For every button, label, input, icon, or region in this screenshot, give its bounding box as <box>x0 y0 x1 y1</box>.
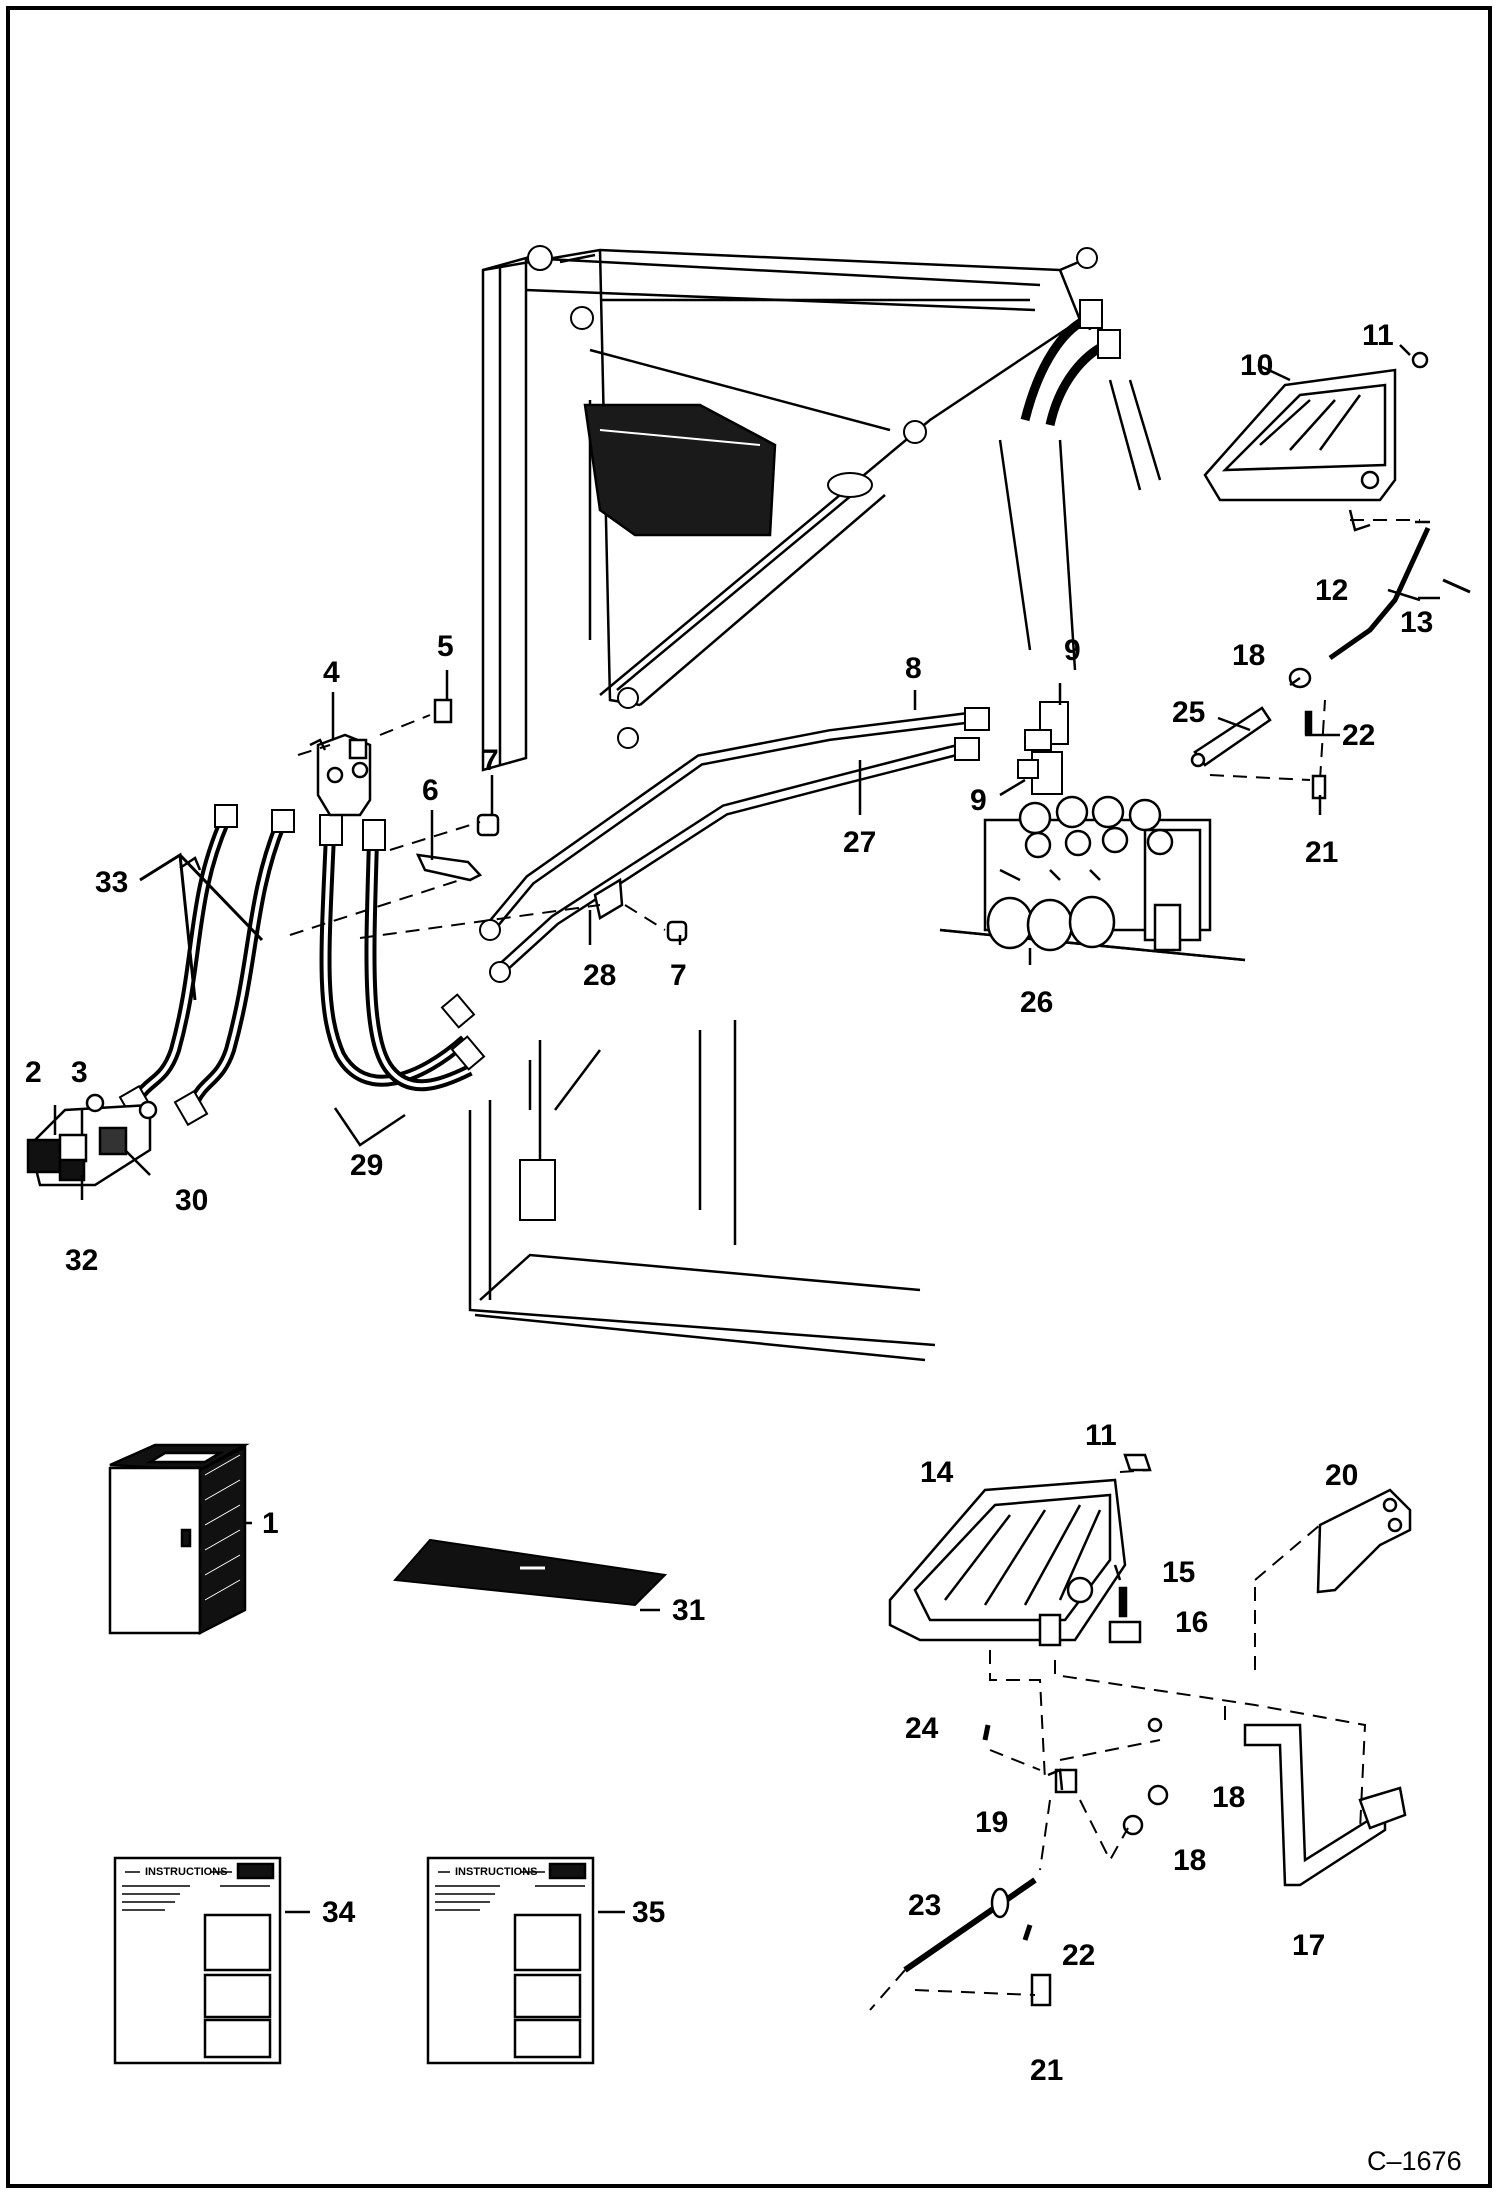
callout-35: 35 <box>632 1896 665 1929</box>
callout-10: 10 <box>1240 349 1273 382</box>
callout-19: 19 <box>975 1806 1008 1839</box>
foot-pedal-lower <box>888 1453 1152 1647</box>
figure-id: C–1676 <box>1367 2146 1462 2176</box>
callout-18a: 18 <box>1232 639 1265 672</box>
callout-31: 31 <box>672 1594 705 1627</box>
hoses-33 <box>118 804 295 1127</box>
callout-16: 16 <box>1175 1606 1208 1639</box>
callout-12: 12 <box>1315 574 1348 607</box>
callout-29: 29 <box>350 1149 383 1182</box>
coupler-block <box>26 1093 158 1187</box>
sheet-35-heading: INSTRUCTIONS <box>455 1866 538 1878</box>
leader-33b <box>178 853 264 942</box>
callout-7a: 7 <box>482 744 499 777</box>
callout-8: 8 <box>905 652 922 685</box>
sheet-34-heading: INSTRUCTIONS <box>145 1866 228 1878</box>
callout-17: 17 <box>1292 1929 1325 1962</box>
callout-21b: 21 <box>1030 2054 1063 2087</box>
callout-11a: 11 <box>1362 319 1394 352</box>
assembly-lines-lower <box>869 1524 1367 2011</box>
page-border <box>6 6 1492 2188</box>
callout-18b: 18 <box>1212 1781 1245 1814</box>
callout-32: 32 <box>65 1244 98 1277</box>
callout-26: 26 <box>1020 986 1053 1019</box>
callout-1: 1 <box>262 1507 279 1540</box>
callout-24: 24 <box>905 1712 939 1745</box>
callout-11b: 11 <box>1085 1419 1117 1452</box>
kit-box <box>108 1443 250 1636</box>
decal <box>392 1538 668 1607</box>
callout-22b: 22 <box>1062 1939 1095 1972</box>
loader-frame <box>468 245 1162 1362</box>
callout-3: 3 <box>71 1056 88 1089</box>
hose-bracket <box>289 698 688 942</box>
callout-4: 4 <box>323 656 340 689</box>
steel-tubes <box>479 707 990 983</box>
callout-27: 27 <box>843 826 876 859</box>
leader-lines <box>53 344 1440 1914</box>
hoses-29 <box>319 814 486 1147</box>
callout-5: 5 <box>437 630 454 663</box>
callout-9a: 9 <box>1064 634 1081 667</box>
foot-pedal-upper <box>1203 351 1429 532</box>
callout-30: 30 <box>175 1184 208 1217</box>
callout-7b: 7 <box>670 959 687 992</box>
elbow-fittings <box>1017 701 1069 795</box>
callout-22a: 22 <box>1342 719 1375 752</box>
callout-2: 2 <box>25 1056 42 1089</box>
callout-28: 28 <box>583 959 616 992</box>
callout-18c: 18 <box>1173 1844 1206 1877</box>
callout-20: 20 <box>1325 1459 1358 1492</box>
callout-33: 33 <box>95 866 128 899</box>
callout-13: 13 <box>1400 606 1433 639</box>
callout-23: 23 <box>908 1889 941 1922</box>
instruction-sheet-34: INSTRUCTIONS <box>113 1856 282 2065</box>
callout-6: 6 <box>422 774 439 807</box>
linkage-upper <box>1190 520 1471 800</box>
callout-14: 14 <box>920 1456 954 1489</box>
lever-arm <box>1243 1488 1412 1887</box>
instruction-sheet-35: INSTRUCTIONS <box>426 1856 595 2065</box>
callout-34: 34 <box>322 1896 356 1929</box>
callout-25: 25 <box>1172 696 1205 729</box>
callout-9b: 9 <box>970 784 987 817</box>
control-valve <box>939 795 1246 962</box>
callout-21a: 21 <box>1305 836 1338 869</box>
bracket-plate <box>583 403 777 537</box>
linkage-lower <box>903 1564 1169 2007</box>
callout-labels: 1 2 3 4 5 6 7 7 8 9 9 10 11 11 12 13 14 … <box>25 319 1433 2087</box>
callout-15: 15 <box>1162 1556 1195 1589</box>
